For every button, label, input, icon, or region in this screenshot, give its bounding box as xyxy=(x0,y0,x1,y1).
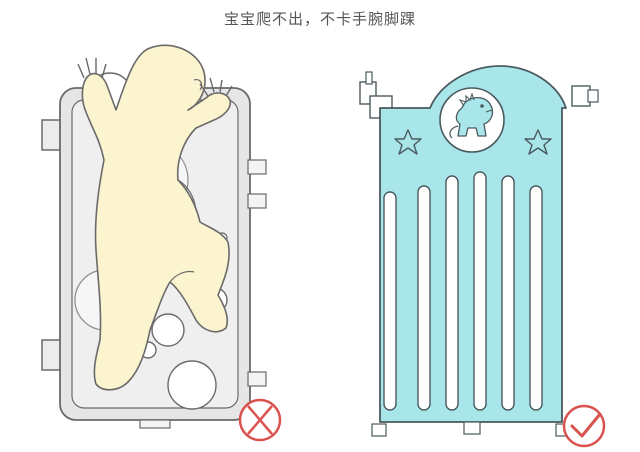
new-gate xyxy=(359,65,599,437)
baby-figure xyxy=(77,44,233,391)
check-mark-icon xyxy=(562,404,606,448)
cross-mark-icon xyxy=(238,398,282,442)
star-icon xyxy=(524,129,552,155)
star-icon xyxy=(394,129,422,155)
dinosaur-icon xyxy=(439,87,505,153)
caption: 宝宝爬不出，不卡手腕脚踝 xyxy=(223,10,416,28)
